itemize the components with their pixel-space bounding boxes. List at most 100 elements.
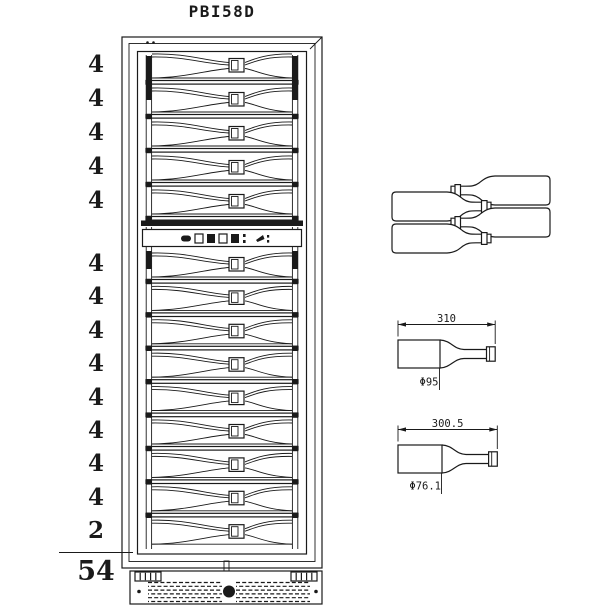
control-panel bbox=[141, 228, 303, 248]
shelf-board bbox=[145, 79, 299, 85]
panel-mark-glyph bbox=[256, 235, 265, 242]
shelf-row bbox=[145, 155, 299, 188]
shelf-board bbox=[145, 445, 299, 451]
shelf-bottle-count: 4 bbox=[87, 316, 104, 344]
panel-button-glyph bbox=[231, 234, 239, 243]
total-bottle-capacity: 54 bbox=[77, 556, 115, 587]
shelf-row bbox=[145, 319, 299, 351]
bottle-body bbox=[397, 339, 441, 369]
center-pin bbox=[223, 560, 230, 572]
shelf-bottle-count: 4 bbox=[87, 119, 104, 146]
shelf-board bbox=[145, 512, 299, 518]
shelf-bottle-count: 4 bbox=[87, 51, 104, 78]
base-plinth-grille bbox=[129, 560, 323, 605]
bottle-cap bbox=[228, 423, 245, 439]
panel-indicator-glyph bbox=[267, 235, 270, 238]
shelf-row bbox=[151, 519, 293, 545]
corner-bevel bbox=[309, 36, 323, 50]
length-dimension-label: 310 bbox=[437, 313, 456, 325]
bottle-cap bbox=[228, 57, 245, 73]
shelf-bottle-count: 4 bbox=[87, 450, 104, 478]
shelf-row bbox=[145, 121, 299, 154]
shelf-bottle-count: 4 bbox=[87, 283, 104, 311]
bottle-spec-diagram-large: 310 Φ95 bbox=[397, 313, 496, 390]
shelf-board bbox=[145, 312, 299, 318]
shelf-row bbox=[145, 452, 299, 485]
shelf-board bbox=[145, 479, 299, 485]
model-number: PBI58D bbox=[188, 2, 256, 21]
door-edge bbox=[128, 43, 316, 562]
bottle-cap bbox=[228, 290, 245, 305]
rail-slot-bar bbox=[146, 251, 152, 269]
shelf-bottle-count: 4 bbox=[87, 383, 104, 411]
stacked-bottles-diagram bbox=[391, 175, 551, 254]
shelf-board bbox=[145, 215, 299, 221]
vent-grille-panel bbox=[236, 581, 310, 603]
zone-divider bbox=[141, 220, 303, 226]
bottle-neck-ring bbox=[480, 232, 488, 246]
vent-grille-panel bbox=[148, 581, 222, 603]
bottle-cap bbox=[228, 490, 245, 506]
shelf-row bbox=[145, 386, 299, 418]
bottle-body bbox=[397, 444, 443, 474]
shelf-row bbox=[145, 486, 299, 518]
shelf-board bbox=[145, 379, 299, 384]
shelf-board bbox=[145, 147, 299, 153]
shelf-bottle-count: 4 bbox=[87, 85, 104, 112]
shelf-bottle-count: 4 bbox=[87, 250, 104, 277]
shelf-board bbox=[145, 181, 299, 187]
shelf-row bbox=[145, 189, 299, 222]
bottle-cap bbox=[488, 451, 498, 467]
shelf-rows bbox=[145, 53, 299, 545]
bottle-cap bbox=[228, 524, 245, 539]
bottle-spec-diagram-small: 300.5 Φ76.1 bbox=[397, 418, 498, 494]
shelf-bottle-count: 2 bbox=[87, 517, 104, 545]
shelf-board bbox=[145, 113, 299, 119]
shelf-board bbox=[145, 345, 299, 351]
panel-indicator-glyph bbox=[243, 234, 246, 237]
shelf-row bbox=[145, 252, 299, 285]
bottle-cap bbox=[228, 357, 245, 372]
shelf-row bbox=[145, 87, 299, 120]
panel-display-glyph bbox=[194, 233, 204, 244]
shelf-bottle-count: 4 bbox=[87, 417, 104, 444]
shelf-bottle-count: 4 bbox=[87, 350, 104, 378]
bottle-cap bbox=[228, 256, 245, 272]
bottle-cap bbox=[228, 323, 245, 339]
bottle-cap bbox=[228, 125, 245, 141]
stacked-bottle bbox=[391, 223, 492, 254]
shelf-board bbox=[145, 412, 299, 418]
panel-power-glyph bbox=[181, 235, 191, 242]
screw-dot bbox=[137, 589, 141, 594]
shelf-bottle-count: 4 bbox=[87, 187, 104, 214]
bottle-cap bbox=[228, 390, 245, 406]
bottle-cap bbox=[228, 457, 245, 472]
rail-slot-bar bbox=[292, 56, 298, 100]
bottle-cap bbox=[228, 91, 245, 107]
bottle-cap bbox=[228, 193, 245, 209]
shelf-row bbox=[145, 285, 299, 318]
screw-dot bbox=[314, 589, 318, 594]
shelf-bottle-count: 4 bbox=[87, 483, 104, 511]
panel-indicator-glyph bbox=[267, 240, 270, 243]
stacked-bottle bbox=[391, 191, 492, 222]
shelf-row bbox=[145, 352, 299, 385]
outer-frame bbox=[121, 36, 323, 569]
shelf-bottle-count: 4 bbox=[87, 153, 104, 180]
length-dimension-label: 300.5 bbox=[432, 418, 464, 430]
rail-slot-bar bbox=[292, 251, 298, 269]
leveling-foot bbox=[134, 571, 162, 582]
diameter-dimension-label: Φ95 bbox=[420, 377, 439, 389]
rail-slot-bar bbox=[146, 56, 152, 100]
total-sum-line bbox=[59, 552, 133, 553]
shelf-row bbox=[145, 53, 299, 86]
bottle-cap bbox=[485, 346, 496, 362]
diameter-dimension-label: Φ76.1 bbox=[409, 481, 441, 493]
panel-indicator-glyph bbox=[243, 240, 246, 243]
door-glass-frame bbox=[136, 50, 308, 555]
bottle-cap bbox=[228, 159, 245, 175]
panel-display-glyph bbox=[218, 233, 228, 244]
shelf-board bbox=[145, 278, 299, 284]
shelf-row bbox=[145, 419, 299, 452]
